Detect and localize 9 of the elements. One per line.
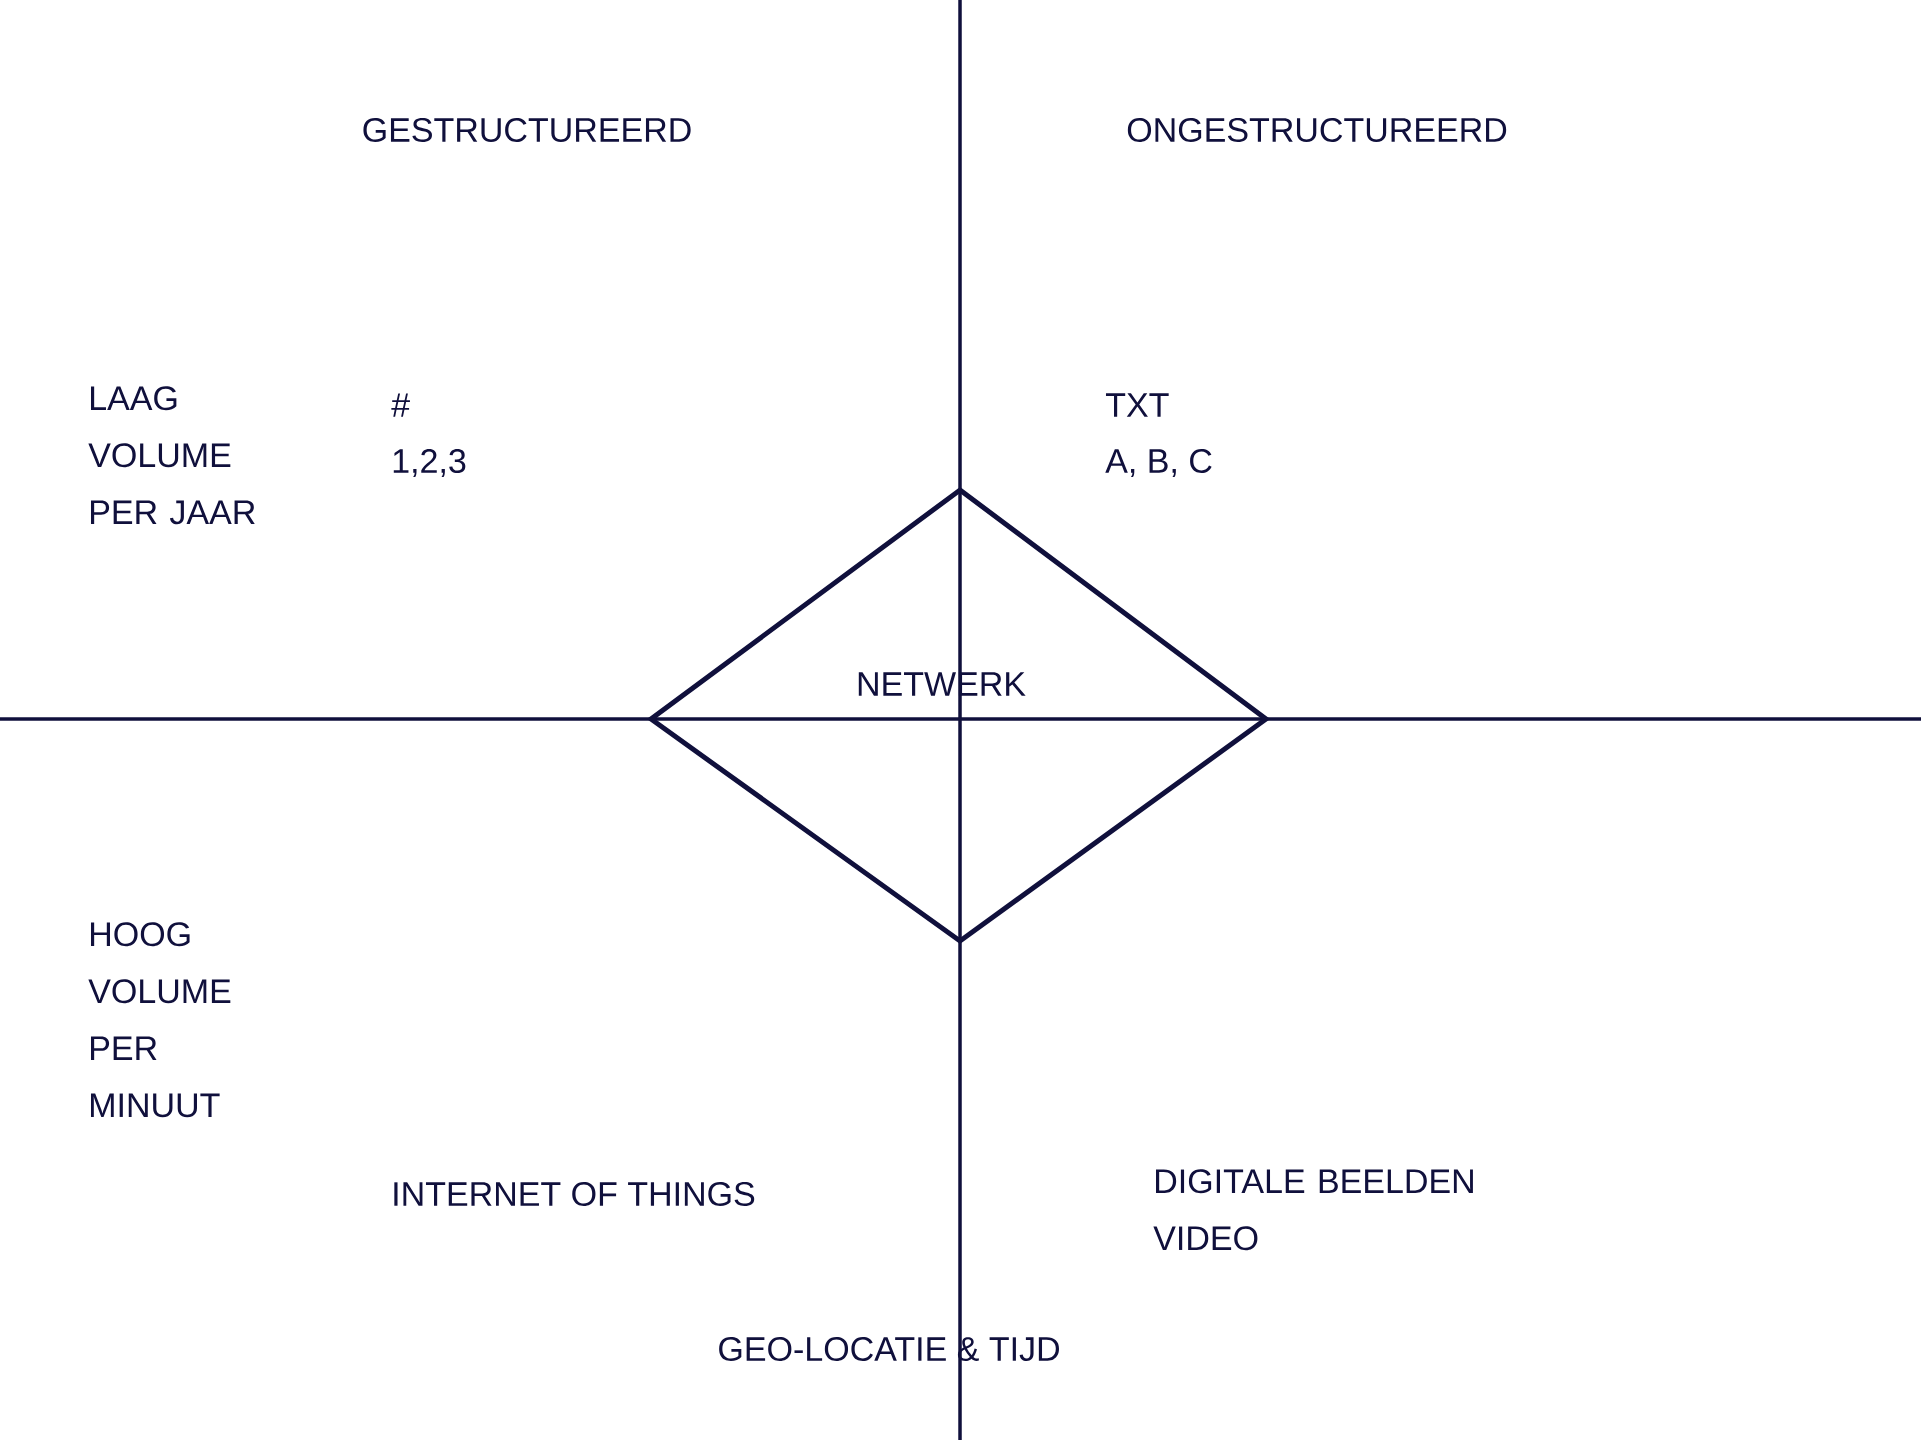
label: HOOG VOLUME PER MINUUT xyxy=(88,922,231,1118)
label: DIGITALE BEELDEN VIDEO xyxy=(1153,1169,1473,1251)
label: INTERNET OF THINGS xyxy=(394,1181,755,1207)
label: ONGESTRUCTUREERD xyxy=(1127,117,1507,143)
label: # xyxy=(391,393,410,417)
label: GESTRUCTUREERD xyxy=(363,117,691,143)
label: 1,2,3 xyxy=(393,448,466,478)
label: LAAG VOLUME PER JAAR xyxy=(88,386,255,525)
label: TXT xyxy=(1106,393,1169,417)
